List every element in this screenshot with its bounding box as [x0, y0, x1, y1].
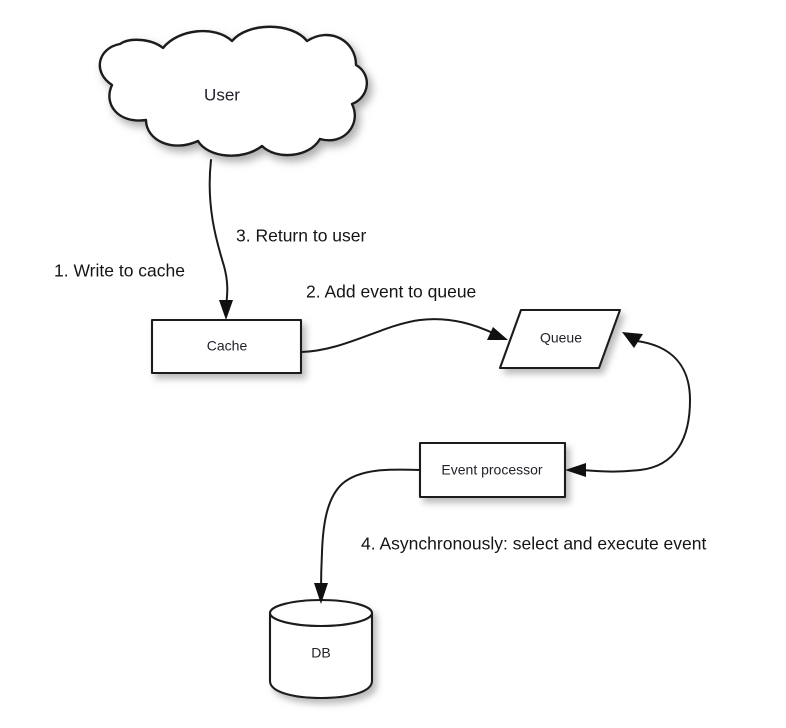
- edge-user-to-cache-arrowhead: [219, 300, 233, 320]
- edge-label-async-select-execute: 4. Asynchronously: select and execute ev…: [361, 534, 706, 554]
- node-user-label: User: [204, 85, 240, 104]
- edge-loop-to-processor-arrowhead: [565, 463, 586, 477]
- edge-user-to-cache: [208, 159, 233, 320]
- event-processor-rect: [418, 441, 567, 499]
- edge-processor-to-db-arrowhead: [314, 583, 328, 604]
- edge-loop-to-queue-arrowhead: [622, 332, 643, 348]
- edge-label-write-to-cache: 1. Write to cache: [54, 261, 185, 281]
- db-cylinder-body: [268, 611, 374, 700]
- cloud-shape: [98, 25, 368, 157]
- edge-queue-event-processor-loop: [565, 332, 692, 477]
- node-cache-label: Cache: [207, 338, 248, 354]
- edge-label-add-event-to-queue: 2. Add event to queue: [306, 282, 476, 302]
- node-queue[interactable]: [498, 308, 622, 370]
- edge-cache-to-queue-arrowhead: [487, 327, 508, 340]
- queue-parallelogram: [498, 308, 622, 370]
- edge-user-to-cache-path: [208, 159, 229, 310]
- edge-cache-to-queue-path: [300, 318, 496, 353]
- node-event-processor-label: Event processor: [441, 462, 542, 478]
- edge-cache-to-queue: [300, 318, 508, 353]
- node-queue-label: Queue: [540, 330, 582, 346]
- node-event-processor[interactable]: [418, 441, 567, 499]
- cache-rect: [150, 318, 303, 375]
- node-db-label: DB: [311, 645, 330, 661]
- edge-queue-loop-path: [581, 340, 692, 473]
- node-db[interactable]: [268, 598, 374, 700]
- edge-processor-to-db-path: [320, 468, 421, 593]
- node-user[interactable]: [98, 25, 368, 157]
- edge-processor-to-db: [314, 468, 421, 604]
- node-cache[interactable]: [150, 318, 303, 375]
- edge-label-return-to-user: 3. Return to user: [236, 226, 367, 246]
